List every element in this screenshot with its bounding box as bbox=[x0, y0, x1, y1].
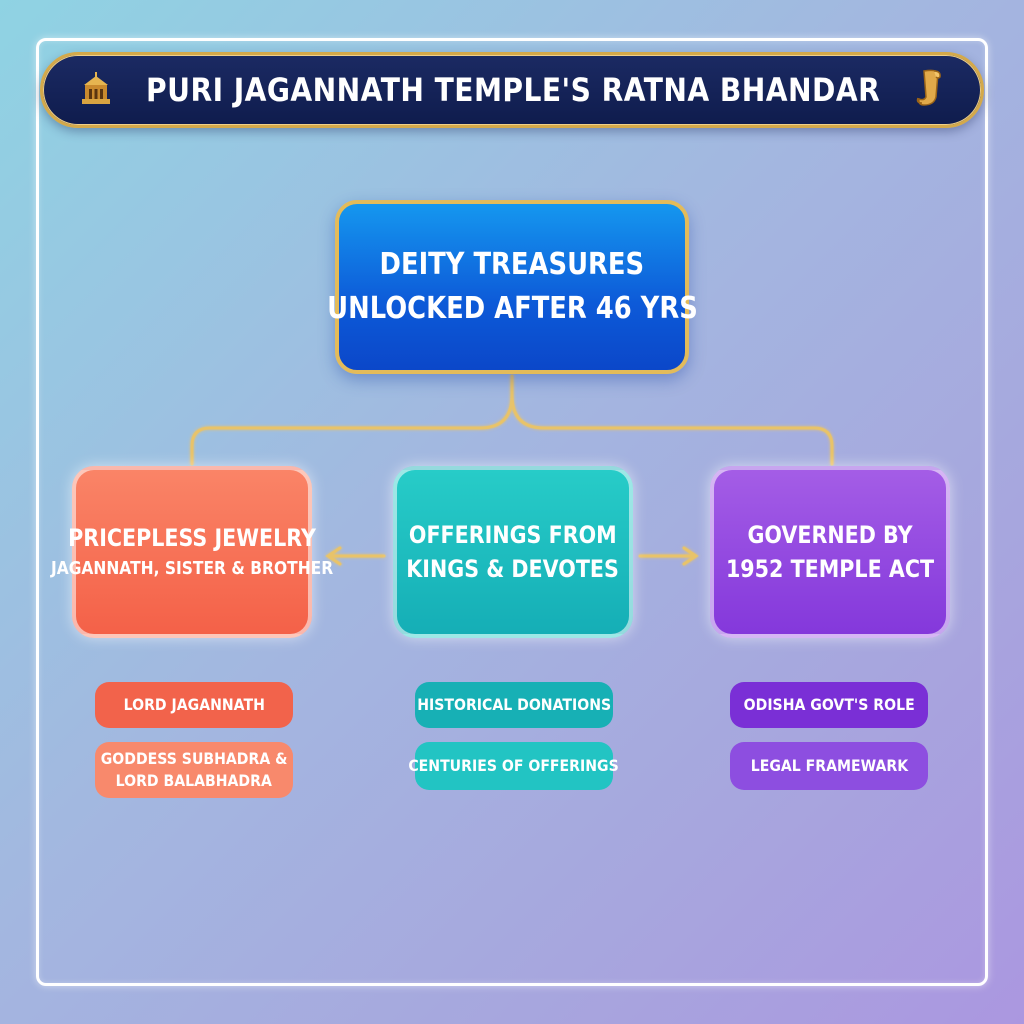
arrow-to-left bbox=[325, 546, 386, 566]
offerings-line-2: KINGS & DEVOTES bbox=[406, 555, 620, 583]
root-node-deity-treasures: DEITY TREASURES UNLOCKED AFTER 46 YRS bbox=[327, 200, 697, 374]
title-banner: PURI JAGANNATH TEMPLE'S RATNA BHANDAR bbox=[40, 52, 984, 128]
pill-centuries-of-offerings: CENTURIES OF OFFERINGS bbox=[409, 742, 619, 790]
connector-root-stem bbox=[478, 374, 514, 430]
pill-subhadra-balabhadra: GODDESS SUBHADRA & LORD BALABHADRA bbox=[95, 742, 293, 798]
scroll-icon bbox=[914, 67, 944, 114]
governance-line-1: GOVERNED BY bbox=[747, 521, 913, 549]
offerings-line-1: OFFERINGS FROM bbox=[409, 521, 617, 549]
temple-icon bbox=[80, 71, 112, 110]
child-node-governance: GOVERNED BY 1952 TEMPLE ACT bbox=[710, 466, 950, 638]
root-line-1: DEITY TREASURES bbox=[379, 247, 645, 282]
pill-lord-jagannath: LORD JAGANNATH bbox=[95, 682, 293, 728]
jewelry-subtitle: JAGANNATH, SISTER & BROTHER bbox=[50, 558, 334, 579]
pill-historical-donations: HISTORICAL DONATIONS bbox=[415, 682, 613, 728]
pill-odisha-govt-role: ODISHA GOVT'S ROLE bbox=[730, 682, 928, 728]
child-node-offerings: OFFERINGS FROM KINGS & DEVOTES bbox=[393, 466, 633, 638]
arrow-to-right bbox=[638, 546, 699, 566]
outer-frame bbox=[36, 38, 988, 986]
connector-branch-left bbox=[190, 426, 482, 466]
connector-root-stem-right bbox=[510, 393, 546, 430]
jewelry-title: PRICEPLESS JEWELRY bbox=[68, 524, 316, 552]
page-title: PURI JAGANNATH TEMPLE'S RATNA BHANDAR bbox=[145, 71, 881, 109]
root-line-2: UNLOCKED AFTER 46 YRS bbox=[326, 291, 698, 326]
connector-branch-right bbox=[542, 426, 834, 466]
governance-line-2: 1952 TEMPLE ACT bbox=[725, 555, 935, 583]
pill-legal-framework: LEGAL FRAMEWARK bbox=[730, 742, 928, 790]
child-node-jewelry: PRICEPLESS JEWELRY JAGANNATH, SISTER & B… bbox=[51, 466, 333, 638]
